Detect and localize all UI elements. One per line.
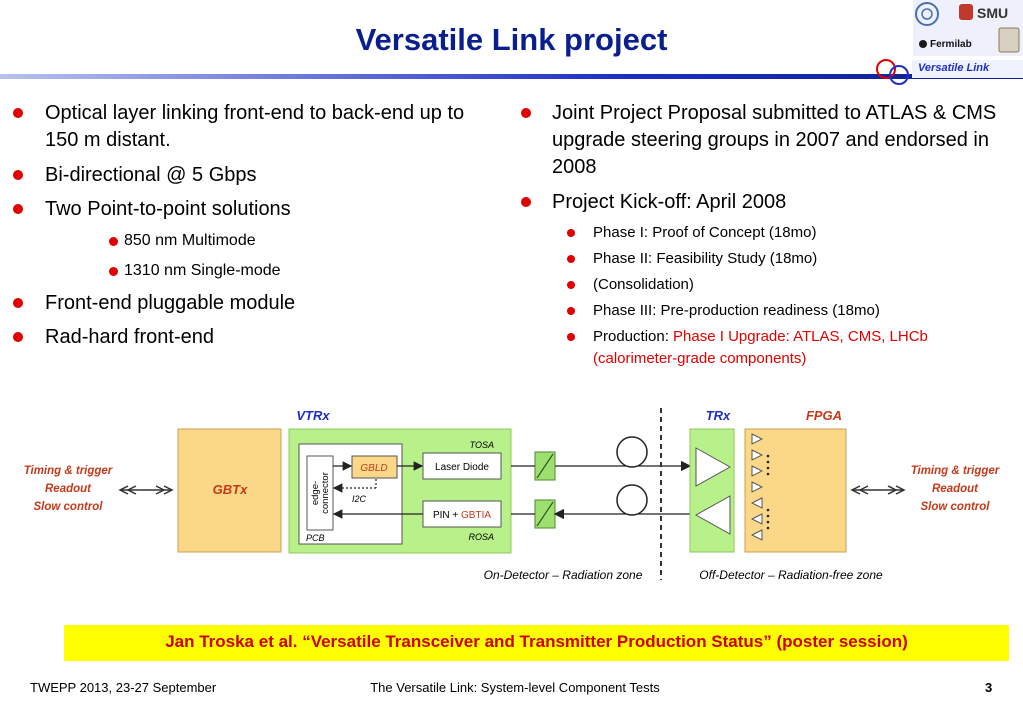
vtrx-label: VTRx (296, 408, 330, 423)
receiver-triangle-icon (695, 447, 732, 487)
fpga-dots (766, 454, 770, 530)
gbtx-label: GBTx (213, 482, 248, 497)
on-detector-caption: On-Detector – Radiation zone (484, 568, 643, 582)
trx-label: TRx (706, 408, 731, 423)
gbtia-label: GBTIA (461, 510, 491, 521)
bullet-dot (13, 298, 23, 308)
phase-3: Phase III: Pre-production readiness (18m… (593, 302, 880, 319)
oxford-crest-icon (998, 27, 1020, 53)
production-prefix: Production: (593, 328, 674, 345)
optical-fibers (511, 460, 692, 520)
gbld-label: GBLD (360, 463, 387, 474)
pin-label: PIN + (433, 510, 461, 521)
smu-logo-text: SMU (977, 5, 1009, 21)
laser-diode-block (422, 452, 502, 480)
left-bullet-5: Rad-hard front-end (45, 326, 214, 348)
bullet-dot (567, 333, 575, 341)
bullet-dot (521, 108, 531, 118)
reference-text: Jan Troska et al. “Versatile Transceiver… (165, 632, 908, 651)
phase-2: Phase II: Feasibility Study (18mo) (593, 250, 818, 267)
fpga-label: FPGA (806, 408, 842, 423)
production: Production: Phase I Upgrade: ATLAS, CMS,… (593, 326, 1018, 370)
left-bullet-4: Front-end pluggable module (45, 292, 296, 314)
fiber-loop-icon (616, 484, 648, 516)
right-double-arrow-icon (850, 485, 906, 495)
bullet-dot (567, 281, 575, 289)
off-detector-caption: Off-Detector – Radiation-free zone (699, 568, 883, 582)
edge-connector (306, 455, 334, 531)
bullet-dot (13, 204, 23, 214)
left-label-slow-control: Slow control (34, 501, 104, 513)
left-sub-bullet-1: 850 nm Multimode (124, 232, 256, 249)
pcb-label: PCB (306, 533, 325, 543)
edge-label-2: connector (320, 472, 331, 514)
laser-diode-label: Laser Diode (435, 462, 489, 473)
pin-gbtia-label: PIN + GBTIA (433, 510, 491, 521)
consolidation: (Consolidation) (593, 276, 694, 293)
fpga-block (744, 428, 847, 553)
partner-logos: SMU Fermilab (913, 0, 1023, 56)
bullet-dot (13, 332, 23, 342)
production-detail: Phase I Upgrade: ATLAS, CMS, LHCb (673, 328, 928, 345)
left-double-arrow-icon (118, 485, 174, 495)
bullet-dot (567, 307, 575, 315)
cern-logo-icon (915, 2, 939, 26)
bullet-dot (109, 267, 118, 276)
i2c-label: I2C (352, 494, 367, 504)
left-bullet-3: Two Point-to-point solutions (45, 198, 291, 220)
fermilab-logo-text: Fermilab (930, 39, 972, 50)
left-label-readout: Readout (45, 483, 92, 495)
right-label-timing: Timing & trigger (911, 465, 1000, 477)
tosa-label: TOSA (470, 440, 494, 450)
versatile-link-tag-text: Versatile Link (918, 62, 990, 74)
bullet-dot (13, 108, 23, 118)
left-bullet-2: Bi-directional @ 5 Gbps (45, 164, 257, 186)
partner-logos-art (915, 2, 1020, 53)
versatile-link-diagram: Timing & trigger Readout Slow control GB… (24, 408, 1000, 582)
versatile-link-logo-icon (876, 59, 909, 85)
trx-module (689, 428, 735, 553)
page-title: Versatile Link project (355, 22, 668, 57)
versatile-link-tag: Versatile Link (912, 60, 1023, 78)
footer-title: The Versatile Link: System-level Compone… (370, 680, 660, 695)
bullet-dot (13, 170, 23, 180)
smu-shield-icon (959, 4, 973, 20)
edge-label-1: edge- (310, 481, 321, 505)
transmitter-triangle-icon (694, 495, 731, 535)
internal-signal-arrows (332, 461, 424, 519)
production-detail-2: (calorimeter-grade components) (593, 350, 807, 367)
fpga-buffer-icons (750, 433, 764, 541)
right-label-slow-control: Slow control (921, 501, 991, 513)
page-number: 3 (985, 680, 993, 695)
bullet-dot (567, 255, 575, 263)
reference-banner: Jan Troska et al. “Versatile Transceiver… (64, 625, 1009, 661)
header-divider (0, 74, 1023, 79)
right-bullet-1: Joint Project Proposal submitted to ATLA… (552, 102, 997, 178)
bullet-dot (567, 229, 575, 237)
footer-event: TWEPP 2013, 23-27 September (30, 680, 217, 695)
fiber-loop-icon (616, 436, 648, 468)
left-bullet-1: Optical layer linking front-end to back-… (45, 102, 465, 151)
rosa-label: ROSA (468, 532, 494, 542)
right-bullet-2: Project Kick-off: April 2008 (552, 191, 787, 213)
phase-1: Phase I: Proof of Concept (18mo) (593, 224, 817, 241)
right-label-readout: Readout (932, 483, 979, 495)
left-sub-bullet-2: 1310 nm Single-mode (124, 262, 281, 279)
fermilab-logo-icon (919, 40, 927, 48)
bullet-dot (109, 237, 118, 246)
bullet-dot (521, 197, 531, 207)
left-label-timing: Timing & trigger (24, 465, 113, 477)
gbtx-block (177, 428, 282, 553)
